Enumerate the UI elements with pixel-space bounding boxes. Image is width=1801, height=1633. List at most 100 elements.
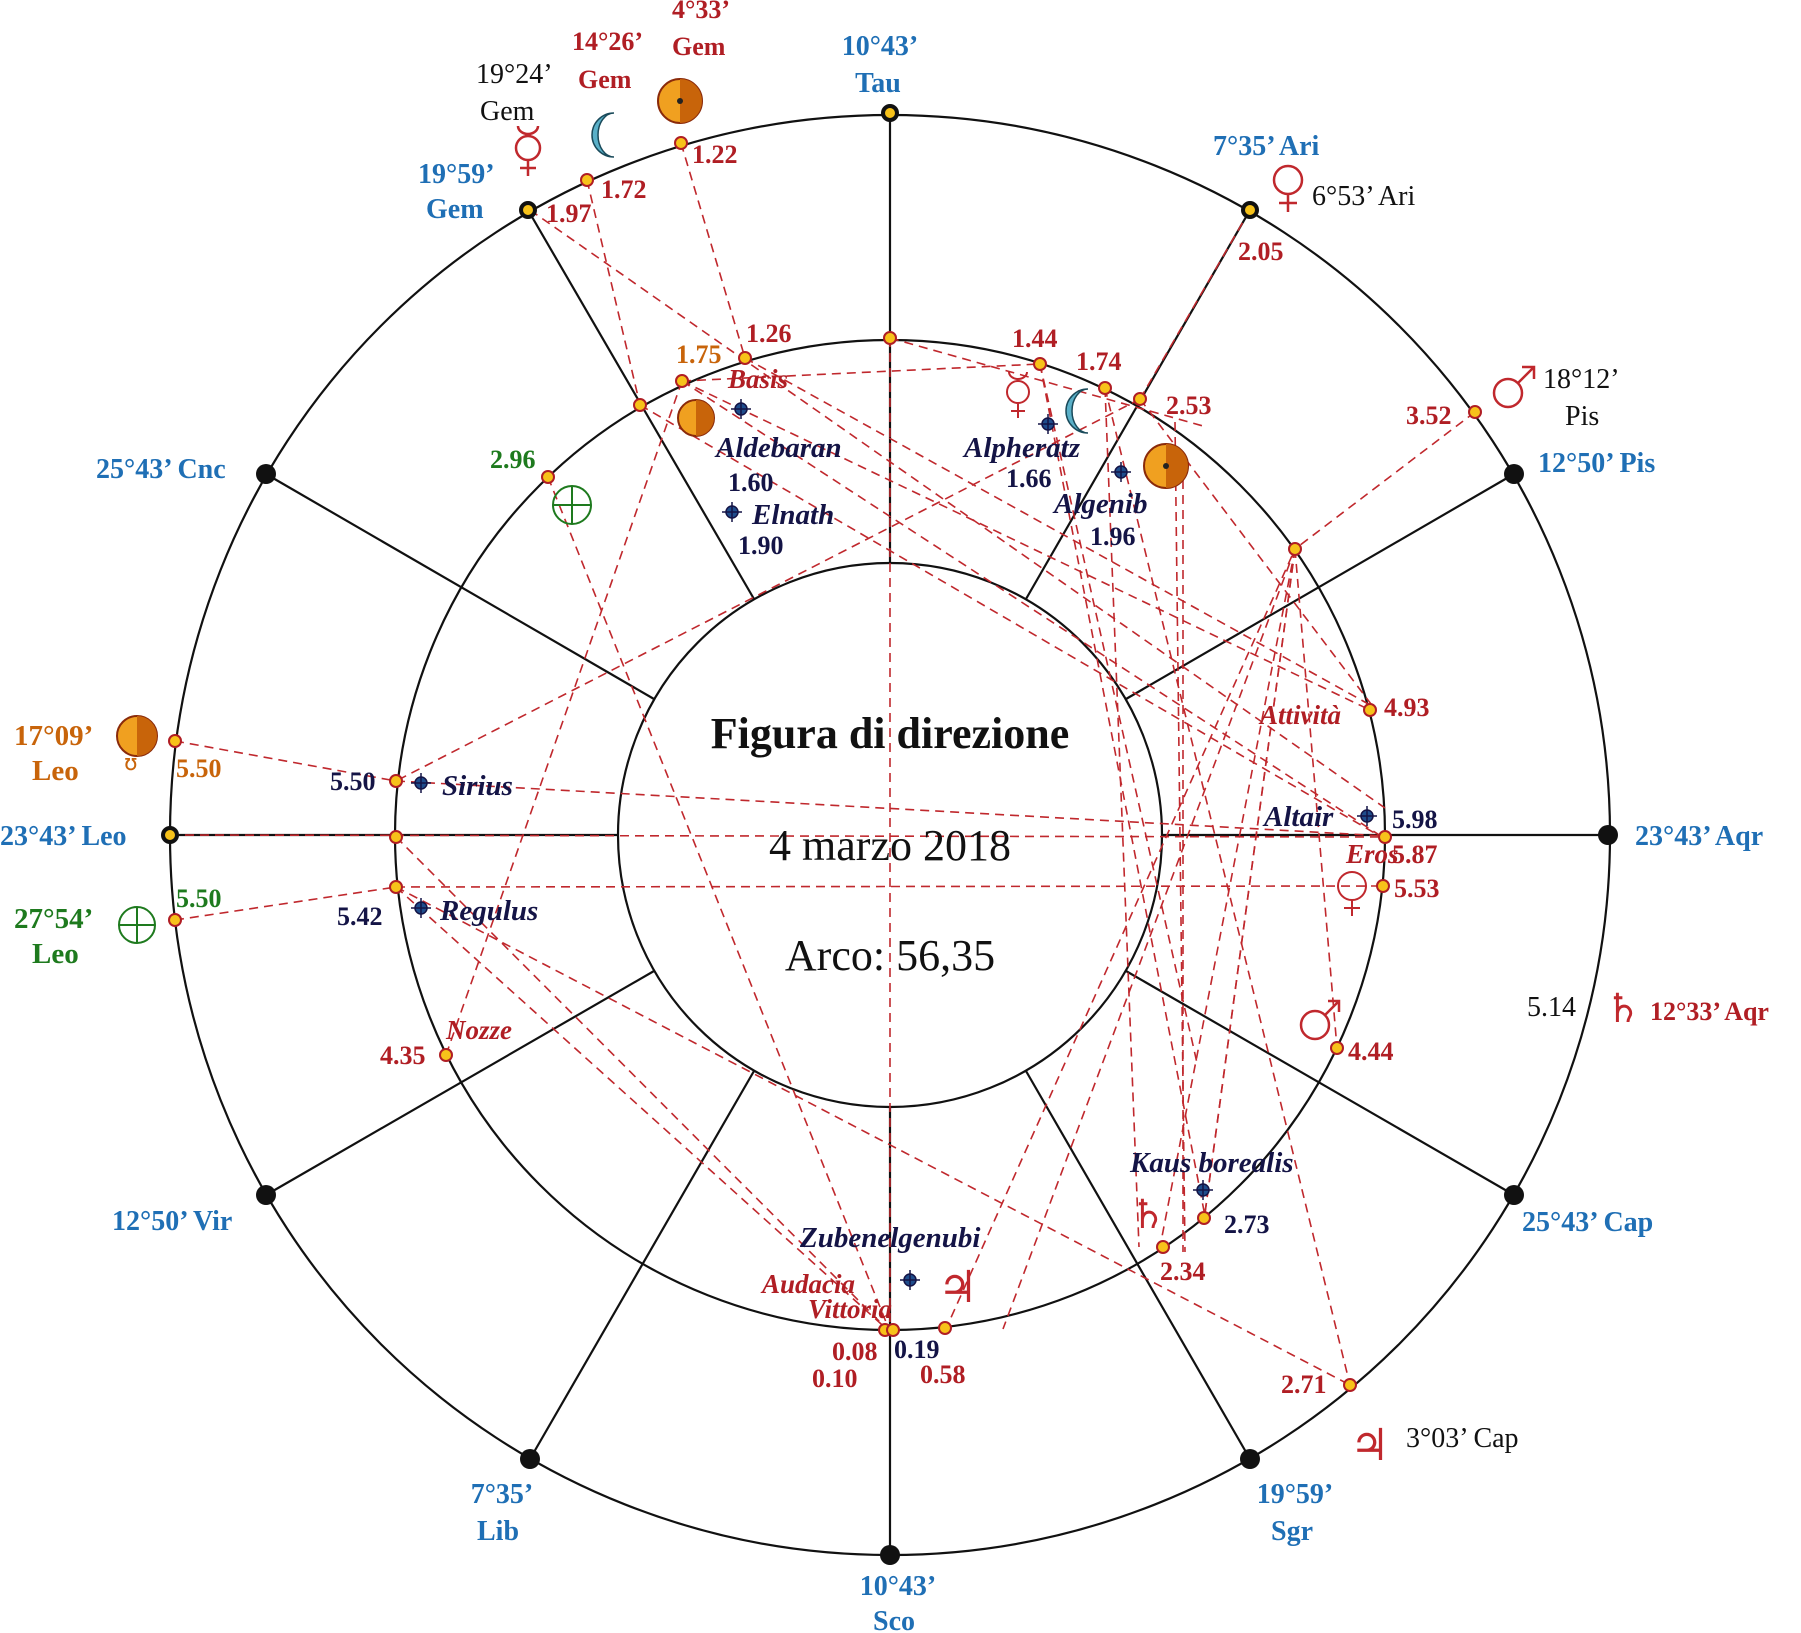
- cusp-marker-lib: [520, 1449, 540, 1469]
- svg-text:Elnath: Elnath: [751, 499, 834, 531]
- svg-text:Regulus: Regulus: [439, 895, 538, 927]
- jupiter-icon: ♃: [1350, 1420, 1389, 1471]
- svg-text:Tau: Tau: [855, 68, 901, 99]
- cusp-labels: 10°43’ Tau 10°43’ Sco 23°43’ Leo 23°43’ …: [0, 31, 1763, 1633]
- svg-text:7°35’: 7°35’: [471, 1479, 534, 1510]
- svg-text:Alpheratz: Alpheratz: [962, 432, 1081, 464]
- svg-text:Altair: Altair: [1262, 801, 1334, 833]
- sun-icon: [116, 715, 158, 757]
- svg-text:23°43’ Leo: 23°43’ Leo: [0, 821, 127, 852]
- cusp-marker-cap: [1504, 1185, 1524, 1205]
- venus-icon: [1272, 164, 1304, 212]
- svg-text:5.50: 5.50: [176, 754, 222, 783]
- svg-text:Leo: Leo: [32, 755, 79, 787]
- mars-icon: [1492, 365, 1536, 409]
- cusp-marker-leo: [161, 826, 179, 844]
- lot-labels: Basis Attività Eros Nozze Audacia Vittor…: [445, 364, 1399, 1324]
- planet-glyphs: ʊ: [116, 78, 1641, 1471]
- sun-icon: [1143, 443, 1189, 489]
- sun-icon: [677, 399, 715, 437]
- svg-text:2.05: 2.05: [1238, 237, 1284, 266]
- svg-text:1.96: 1.96: [1090, 522, 1136, 551]
- svg-text:0.19: 0.19: [894, 1335, 940, 1364]
- cusp-marker-aqr: [1598, 825, 1618, 845]
- svg-text:1.22: 1.22: [692, 140, 738, 169]
- svg-text:25°43’ Cap: 25°43’ Cap: [1522, 1207, 1653, 1238]
- svg-text:1.66: 1.66: [1006, 464, 1052, 493]
- svg-text:Gem: Gem: [426, 194, 484, 225]
- svg-text:2.53: 2.53: [1166, 391, 1212, 420]
- cusp-marker-pis: [1504, 464, 1524, 484]
- star-icon: [1038, 414, 1058, 434]
- svg-text:25°43’ Cnc: 25°43’ Cnc: [96, 454, 226, 485]
- svg-text:Gem: Gem: [480, 96, 535, 127]
- svg-text:Aldebaran: Aldebaran: [714, 432, 842, 464]
- svg-text:7°35’ Ari: 7°35’ Ari: [1213, 131, 1320, 162]
- svg-text:18°12’: 18°12’: [1543, 364, 1620, 395]
- svg-text:2.71: 2.71: [1281, 1370, 1327, 1399]
- fortune-icon: [118, 906, 156, 944]
- svg-text:4.44: 4.44: [1348, 1037, 1394, 1066]
- svg-text:Sco: Sco: [873, 1606, 915, 1633]
- star-icon: [411, 773, 431, 793]
- chart-arc: Arco: 56,35: [785, 931, 995, 980]
- svg-text:1.72: 1.72: [601, 175, 647, 204]
- direction-points: [168, 136, 1482, 1392]
- svg-text:19°59’: 19°59’: [1257, 1479, 1334, 1510]
- svg-text:Eros: Eros: [1345, 839, 1399, 869]
- svg-text:12°50’ Pis: 12°50’ Pis: [1538, 448, 1655, 479]
- node-glyph: ʊ: [124, 751, 138, 776]
- svg-text:5.87: 5.87: [1392, 840, 1438, 869]
- svg-text:4.35: 4.35: [380, 1041, 426, 1070]
- chart-date: 4 marzo 2018: [769, 821, 1011, 870]
- svg-text:3.52: 3.52: [1406, 401, 1452, 430]
- svg-text:Nozze: Nozze: [445, 1015, 512, 1045]
- svg-text:Leo: Leo: [32, 938, 79, 970]
- svg-text:23°43’ Aqr: 23°43’ Aqr: [1635, 821, 1763, 852]
- svg-text:2.34: 2.34: [1160, 1257, 1206, 1286]
- cusp-line-sgr: [1025, 1070, 1251, 1460]
- svg-text:12°50’ Vir: 12°50’ Vir: [112, 1206, 232, 1237]
- svg-text:Vittoria: Vittoria: [808, 1294, 892, 1324]
- svg-text:4°33’: 4°33’: [672, 0, 730, 24]
- svg-text:17°09’: 17°09’: [14, 720, 93, 752]
- svg-text:19°24’: 19°24’: [476, 59, 553, 90]
- svg-text:1.97: 1.97: [546, 199, 592, 228]
- star-icon: [731, 399, 751, 419]
- saturn-icon: ♄: [1605, 986, 1641, 1032]
- mercury-icon: [514, 125, 542, 176]
- svg-text:Gem: Gem: [672, 32, 726, 61]
- star-icon: [1111, 462, 1131, 482]
- svg-text:3°03’ Cap: 3°03’ Cap: [1406, 1423, 1519, 1454]
- mars-icon: [1299, 999, 1341, 1041]
- svg-text:2.96: 2.96: [490, 445, 536, 474]
- svg-text:1.74: 1.74: [1076, 347, 1122, 376]
- svg-text:Sirius: Sirius: [442, 770, 513, 802]
- venus-icon: [1337, 871, 1367, 916]
- star-icon: [722, 502, 742, 522]
- svg-text:1.26: 1.26: [746, 319, 792, 348]
- moon-icon: [591, 112, 615, 158]
- svg-text:14°26’: 14°26’: [572, 27, 643, 56]
- svg-text:0.08: 0.08: [832, 1337, 878, 1366]
- cusp-marker-gem: [519, 201, 537, 219]
- svg-text:27°54’: 27°54’: [14, 903, 93, 935]
- star-labels: Aldebaran Elnath Alpheratz Algenib Siriu…: [439, 432, 1334, 1254]
- svg-text:Algenib: Algenib: [1052, 488, 1147, 520]
- svg-text:1.60: 1.60: [728, 468, 774, 497]
- cusp-marker-vir: [256, 1185, 276, 1205]
- cusp-line-cap: [1125, 970, 1515, 1196]
- cusp-marker-tau: [881, 104, 899, 122]
- svg-text:0.10: 0.10: [812, 1364, 858, 1393]
- cusp-marker-sgr: [1240, 1449, 1260, 1469]
- cusp-marker-cnc: [256, 464, 276, 484]
- moon-icon: [1065, 388, 1089, 434]
- star-icon: [900, 1270, 920, 1290]
- cusp-line-lib: [529, 1070, 755, 1460]
- svg-text:5.42: 5.42: [337, 902, 383, 931]
- svg-text:Audacia: Audacia: [760, 1269, 855, 1299]
- svg-text:1.75: 1.75: [676, 340, 722, 369]
- svg-text:Attività: Attività: [1258, 700, 1341, 730]
- cusp-line-vir: [265, 970, 655, 1196]
